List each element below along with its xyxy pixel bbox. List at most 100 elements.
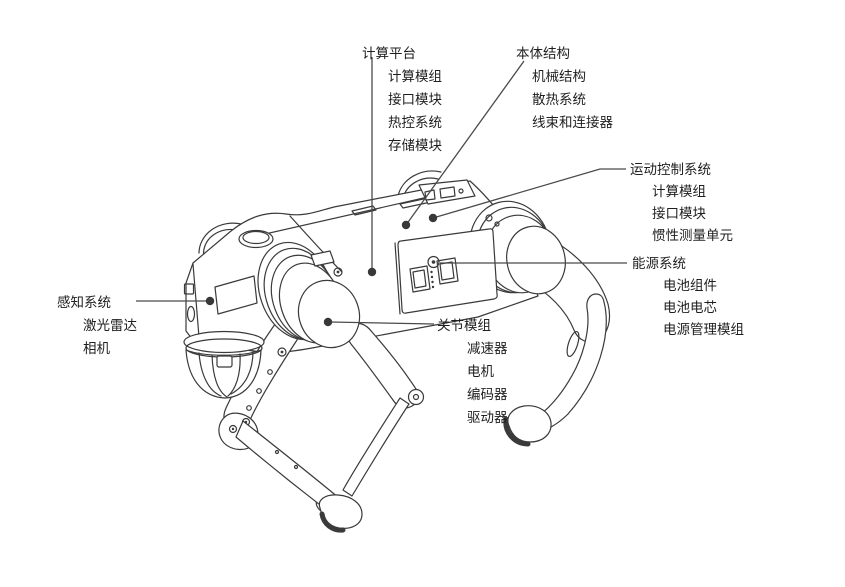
battery-panel [394, 228, 498, 315]
callout-body-structure: 本体结构 机械结构 散热系统 线束和连接器 [516, 42, 613, 134]
bolt [458, 188, 464, 194]
callout-title: 能源系统 [632, 256, 686, 271]
rim-arc [198, 222, 242, 254]
thigh-bolt [277, 347, 287, 357]
port-cutout [439, 186, 456, 199]
callout-item: 电机 [467, 364, 494, 379]
led-dot [431, 280, 434, 284]
thigh-bolt [256, 388, 262, 394]
cage-rib [230, 350, 254, 395]
power-socket [436, 257, 459, 285]
led-dot [430, 275, 434, 279]
callout-title: 运动控制系统 [630, 162, 711, 177]
cage-rib [211, 354, 228, 398]
panel-outline [397, 228, 498, 314]
power-button [427, 255, 440, 269]
thigh-bolt-center [280, 350, 284, 354]
rear-foot-sole [503, 416, 531, 447]
robot-head [183, 229, 274, 338]
callout-computing-platform: 计算平台 计算模组 接口模块 热控系统 存储模块 [362, 42, 442, 157]
rear-leg [503, 236, 611, 447]
thigh-bolt [246, 405, 252, 411]
callout-item: 散热系统 [532, 92, 586, 107]
callout-item: 电池电芯 [663, 300, 717, 315]
top-knob-inner [242, 230, 270, 245]
callout-title: 本体结构 [516, 46, 570, 61]
leader-joint-module [329, 321, 435, 325]
leader-body-structure [405, 60, 525, 226]
rear-foot [507, 405, 552, 443]
callout-item: 计算模组 [388, 69, 442, 84]
knee-joint-center [412, 393, 420, 401]
cage-top-ring [183, 330, 265, 354]
callout-item: 机械结构 [532, 69, 586, 84]
joint-cap [506, 225, 566, 295]
shin-bolt [293, 464, 299, 470]
callout-item: 相机 [83, 341, 110, 356]
far-thigh [347, 322, 419, 409]
shin-slot [566, 330, 580, 358]
callout-item: 编码器 [467, 387, 508, 402]
callout-dot-body-structure [401, 220, 411, 230]
callout-title: 计算平台 [362, 46, 416, 61]
callout-item: 存储模块 [388, 138, 442, 153]
leader-motion-control [432, 168, 626, 219]
top-seam [251, 196, 429, 238]
front-near-lower-leg [218, 412, 363, 533]
knee-bolt-center [231, 427, 235, 431]
callout-item: 电源管理模组 [663, 322, 744, 337]
bracket-bolt-center [336, 270, 340, 274]
front-hip-joint-module [257, 241, 361, 349]
shin-bolt [274, 449, 280, 455]
sensor-window [214, 275, 258, 315]
front-far-leg [315, 322, 425, 517]
bolt [485, 214, 493, 222]
callout-joint-module: 关节模组 减速器 电机 编码器 驱动器 [437, 314, 508, 429]
callout-item: 激光雷达 [83, 318, 137, 333]
callout-dot-joint-module [323, 317, 333, 327]
callout-title: 感知系统 [57, 295, 111, 310]
top-knob [238, 229, 274, 249]
callout-energy-system: 能源系统 电池组件 电池电芯 电源管理模组 [632, 253, 744, 341]
thigh-bolt [267, 369, 273, 375]
bracket-bolt [333, 267, 343, 277]
callout-item: 电池组件 [663, 278, 717, 293]
far-shin [342, 397, 410, 497]
callout-title: 关节模组 [437, 318, 491, 333]
rear-hip-joint-module [469, 200, 566, 295]
led-dot [431, 285, 435, 289]
callout-item: 线束和连接器 [532, 115, 613, 130]
led-dot [430, 270, 433, 274]
callout-item: 驱动器 [467, 410, 508, 425]
callout-leaders [136, 57, 627, 325]
joint-cap [297, 279, 361, 349]
callout-dot-computing-platform [367, 267, 377, 277]
bolt [494, 221, 500, 227]
callout-item: 计算模组 [652, 184, 706, 199]
panel-edge [394, 242, 401, 315]
joint-bracket [310, 250, 335, 267]
knee-joint [407, 388, 425, 406]
cage-rib [227, 353, 241, 397]
callout-item: 惯性测量单元 [652, 228, 733, 243]
front-foot-sole [319, 511, 346, 533]
lidar-dome [183, 330, 265, 399]
callout-dot-motion-control [428, 213, 438, 223]
cage-rib [198, 352, 222, 397]
power-socket-inner [412, 269, 427, 289]
callout-motion-control: 运动控制系统 计算模组 接口模块 惯性测量单元 [630, 159, 733, 247]
callout-item: 热控系统 [388, 115, 442, 130]
rim-arc [397, 170, 442, 197]
callout-item: 减速器 [467, 341, 508, 356]
power-button-center [431, 260, 436, 264]
dome-sensor [216, 355, 233, 368]
callout-dots [205, 213, 438, 327]
head-port [183, 283, 195, 295]
callout-dot-perception [205, 296, 215, 306]
callout-item: 接口模块 [388, 92, 442, 107]
callout-item: 接口模块 [652, 206, 706, 221]
top-vent-slot [351, 205, 377, 216]
robot-illustration [183, 170, 611, 533]
